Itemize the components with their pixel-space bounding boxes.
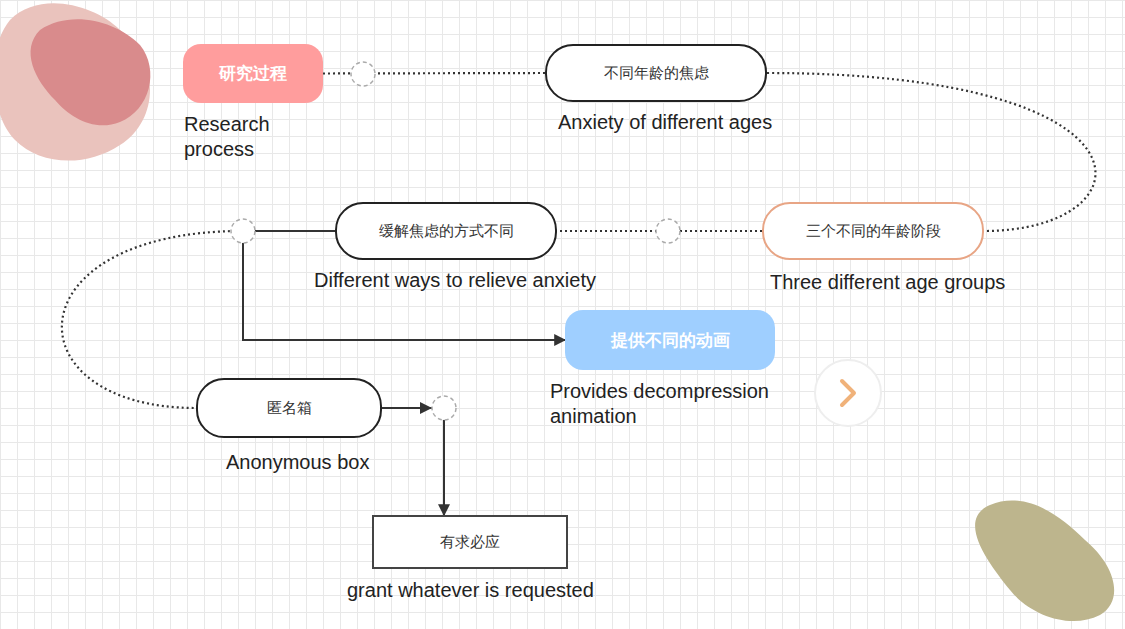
process-box: 三个不同的年龄阶段Three different age groups [762, 202, 984, 260]
box-shape: 不同年龄的焦虑 [545, 44, 767, 102]
result-box: 有求必应grant whatever is requested [372, 515, 568, 569]
junction-circle [231, 219, 255, 243]
process-box: 匿名箱Anonymous box [196, 378, 382, 438]
caption-text: Research process [184, 112, 314, 162]
next-chevron [842, 381, 854, 405]
caption-group: grant whatever is requested [347, 578, 594, 603]
junction-circle [656, 219, 680, 243]
caption-group: Three different age groups [770, 270, 1005, 295]
caption-text: Anonymous box [226, 450, 369, 475]
box-shape: 有求必应 [372, 515, 568, 569]
box-text: 匿名箱 [267, 399, 312, 418]
process-box: 不同年龄的焦虑Anxiety of different ages [545, 44, 767, 102]
red-blob [31, 19, 151, 125]
mid-arrowhead [420, 402, 432, 414]
caption-text: Three different age groups [770, 270, 1005, 295]
caption-group: Research process [184, 112, 314, 162]
caption-text: Provides decompression animation [550, 379, 800, 429]
arrow-connector [382, 408, 444, 515]
caption-text: grant whatever is requested [347, 578, 594, 603]
box-text: 有求必应 [440, 533, 500, 552]
box-shape: 研究过程 [183, 44, 323, 103]
caption-group: Anxiety of different ages [558, 110, 772, 135]
result-box: 提供不同的动画Provides decompression animation [565, 310, 775, 370]
next-button [815, 360, 881, 426]
box-shape: 三个不同的年龄阶段 [762, 202, 984, 260]
box-shape: 匿名箱 [196, 378, 382, 438]
box-text: 不同年龄的焦虑 [604, 64, 709, 83]
caption-group: Anonymous box [226, 450, 369, 475]
caption-group: Provides decompression animation [550, 379, 800, 429]
box-text: 三个不同的年龄阶段 [806, 222, 941, 241]
box-text: 研究过程 [219, 62, 287, 85]
box-text: 缓解焦虑的方式不同 [379, 222, 514, 241]
box-text: 提供不同的动画 [611, 329, 730, 352]
olive-blob [975, 500, 1114, 621]
caption-text: Anxiety of different ages [558, 110, 772, 135]
start-box: 研究过程Research process [183, 44, 323, 103]
junction-circle [432, 396, 456, 420]
box-shape: 缓解焦虑的方式不同 [335, 202, 557, 260]
caption-group: Different ways to relieve anxiety [314, 268, 596, 293]
box-shape: 提供不同的动画 [565, 310, 775, 370]
pink-blob [0, 3, 150, 160]
junction-circle [351, 62, 375, 86]
caption-text: Different ways to relieve anxiety [314, 268, 596, 293]
process-box: 缓解焦虑的方式不同Different ways to relieve anxie… [335, 202, 557, 260]
